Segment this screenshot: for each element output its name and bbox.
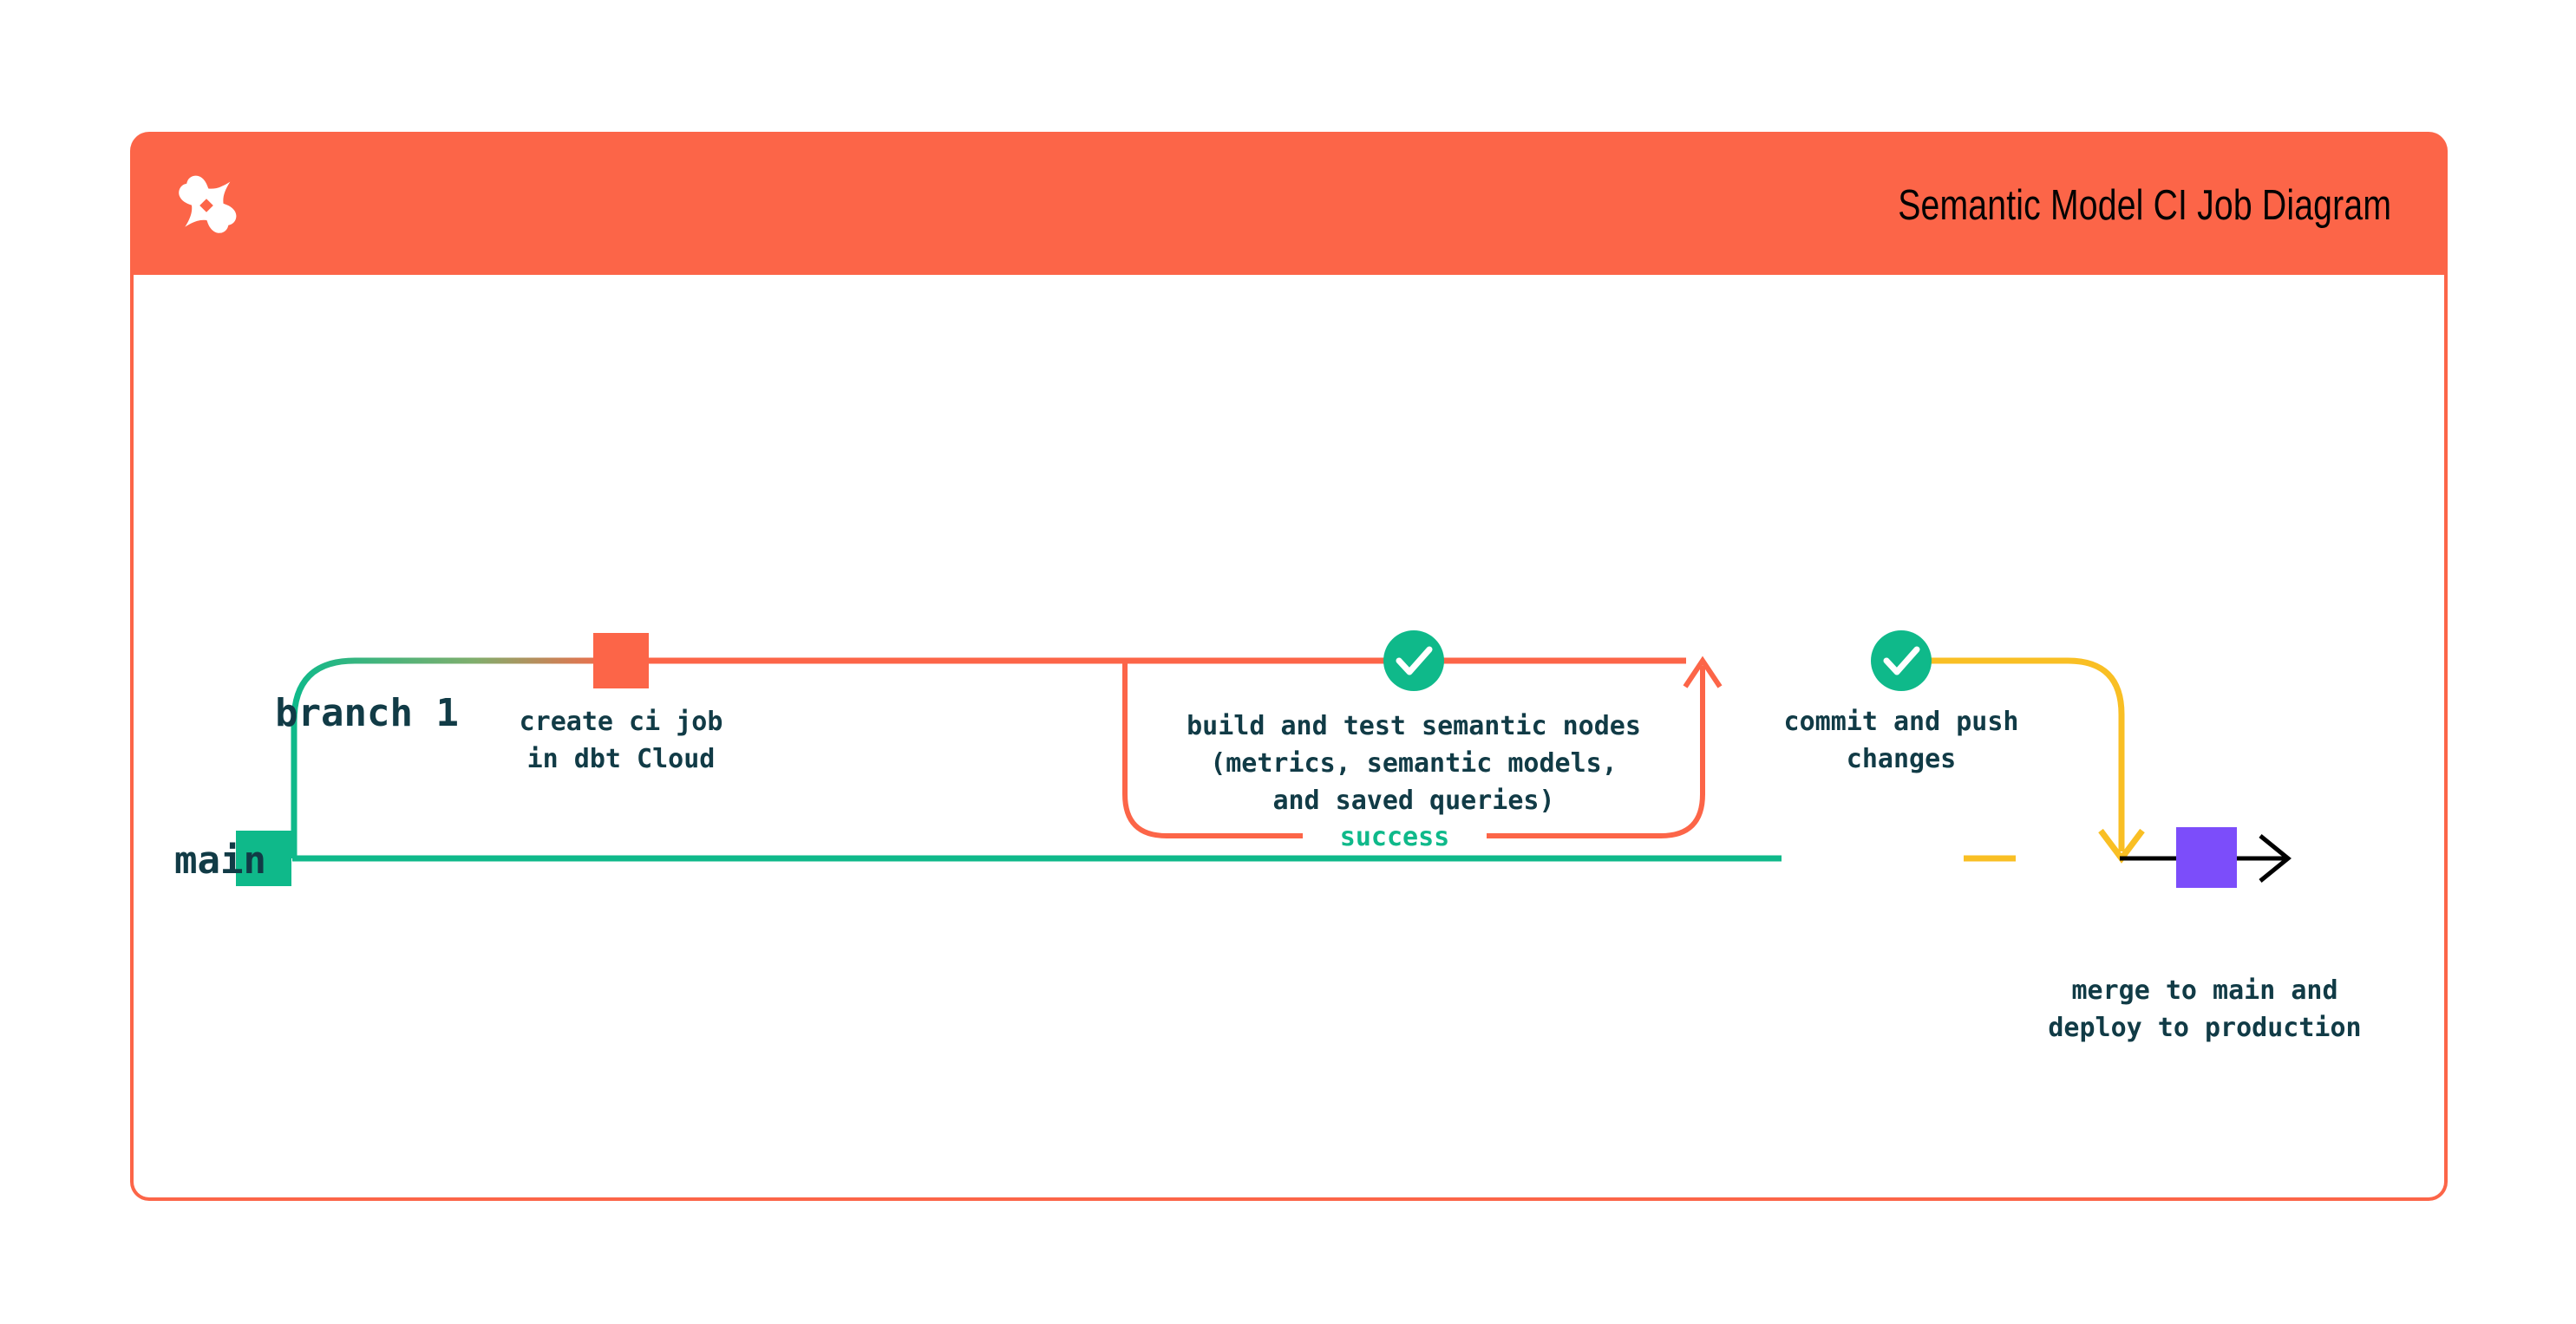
svg-text:changes: changes — [1847, 744, 1956, 774]
card-header: Semantic Model CI Job Diagram — [130, 132, 2448, 278]
check-icon — [1883, 646, 1920, 675]
ci-job-diagram: branch 1 main create ci job in dbt Cloud… — [174, 630, 2362, 1043]
card-body: branch 1 main create ci job in dbt Cloud… — [130, 275, 2448, 1201]
check-icon — [1396, 646, 1433, 675]
dbt-logo-icon — [167, 166, 246, 245]
svg-text:deploy to production: deploy to production — [2048, 1013, 2361, 1043]
svg-text:merge to main and: merge to main and — [2071, 975, 2337, 1006]
node-marker-create-ci-job[interactable] — [593, 633, 649, 688]
svg-text:commit and push: commit and push — [1784, 707, 2019, 737]
lane-label-branch-1: branch 1 — [275, 691, 459, 735]
page-title: Semantic Model CI Job Diagram — [1898, 181, 2391, 229]
node-label-build-and-test: build and test semantic nodes (metrics, … — [1187, 711, 1641, 816]
svg-text:build and test semantic nodes: build and test semantic nodes — [1187, 711, 1641, 741]
node-label-create-ci-job: create ci job in dbt Cloud — [520, 707, 723, 774]
main-start-marker[interactable] — [236, 831, 291, 886]
svg-text:and saved queries): and saved queries) — [1272, 786, 1554, 816]
svg-text:(metrics, semantic models,: (metrics, semantic models, — [1210, 748, 1618, 779]
lane-label-main: main — [174, 838, 266, 883]
svg-text:in dbt Cloud: in dbt Cloud — [527, 744, 716, 774]
svg-text:create ci job: create ci job — [520, 707, 723, 737]
node-marker-commit-and-push[interactable] — [1871, 630, 1932, 691]
diagram-card: Semantic Model CI Job Diagram — [130, 132, 2448, 1201]
node-label-merge-to-main: merge to main and deploy to production — [2048, 975, 2361, 1043]
node-marker-merge-to-main[interactable] — [2176, 827, 2237, 888]
loop-label-success: success — [1340, 822, 1449, 852]
node-label-commit-and-push: commit and push changes — [1784, 707, 2019, 774]
success-loop-edge — [1122, 655, 1723, 838]
branch-out-edge — [291, 657, 619, 858]
node-marker-build-and-test[interactable] — [1383, 630, 1444, 691]
